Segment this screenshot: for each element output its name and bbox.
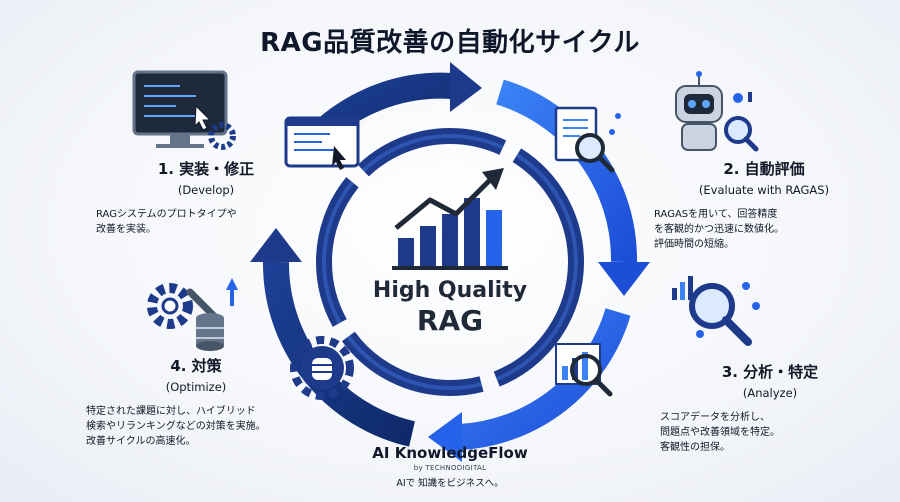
database-icon [196, 313, 224, 351]
step-description: RAGASを用いて、回答精度 を客観的かつ迅速に数値化。 評価時間の短縮。 [654, 209, 784, 250]
gear-icon [290, 336, 354, 400]
step-title: 3. 分析・特定 [721, 363, 819, 381]
center-label: High Quality RAG [330, 278, 570, 338]
step-optimize: 4. 対策 (Optimize) 特定された課題に対し、ハイブリッド 検索やリラ… [86, 355, 306, 449]
step-develop: 1. 実装・修正 (Develop) RAGシステムのプロトタイプや 改善を実装… [96, 158, 316, 237]
step-subtitle: (Optimize) [165, 380, 227, 394]
inner-ring-highlight [322, 134, 578, 390]
step-description: 特定された課題に対し、ハイブリッド 検索やリランキングなどの対策を実施。 改善サ… [86, 406, 266, 447]
page-title: RAG品質改善の自動化サイクル [260, 28, 640, 58]
brand-by: by TECHNODIGITAL [413, 464, 487, 472]
wrench-gear-icon [147, 278, 238, 329]
arrow-bottom-right-head [428, 412, 462, 462]
brand-tagline: AIで 知識をビジネスへ。 [396, 478, 504, 489]
step-subtitle: (Evaluate with RAGAS) [698, 183, 830, 197]
arrow-left-head [250, 228, 302, 262]
code-window-icon [284, 116, 360, 170]
step-description: スコアデータを分析し、 問題点や改善領域を特定。 客観性の担保。 [660, 412, 780, 453]
chart-magnifier-icon [555, 343, 613, 397]
step-analyze: 3. 分析・特定 (Analyze) スコアデータを分析し、 問題点や改善領域を… [660, 361, 880, 455]
robot-icon [675, 71, 759, 152]
arrow-bottom-right [459, 308, 631, 450]
step-title: 4. 対策 [170, 357, 222, 375]
center-label-line1: High Quality [372, 278, 528, 303]
step-title: 2. 自動評価 [723, 160, 805, 178]
document-icon [554, 106, 621, 173]
growth-chart-icon [392, 168, 508, 270]
step-description: RAGシステムのプロトタイプや 改善を実装。 [96, 209, 237, 235]
footer-brand: AI KnowledgeFlow by TECHNODIGITAL AIで 知識… [330, 444, 570, 489]
step-subtitle: (Develop) [177, 183, 235, 197]
brand-name: AI KnowledgeFlow [372, 444, 528, 462]
step-evaluate: 2. 自動評価 (Evaluate with RAGAS) RAGASを用いて、… [654, 158, 874, 252]
analysis-magnifier-icon [672, 276, 760, 346]
arrow-top-left-head [450, 62, 482, 112]
step-title: 1. 実装・修正 [157, 160, 255, 178]
arrow-right-head [598, 262, 650, 296]
step-subtitle: (Analyze) [742, 386, 798, 400]
monitor-icon [132, 70, 236, 150]
center-label-line2: RAG [416, 304, 484, 337]
